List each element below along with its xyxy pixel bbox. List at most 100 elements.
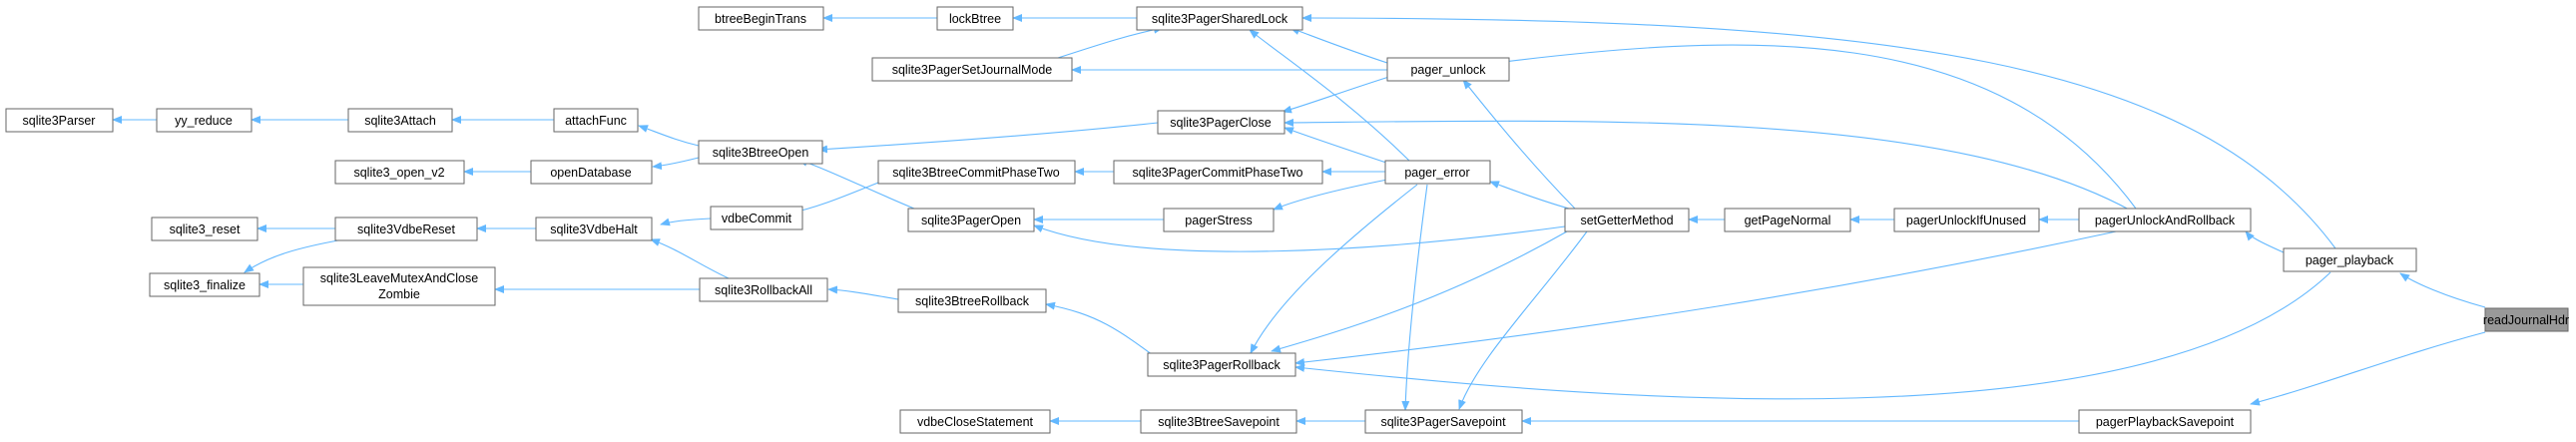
node-sqlite3PagerSetJournalMode[interactable]: sqlite3PagerSetJournalMode (871, 57, 1073, 82)
svg-text:pager_playback: pager_playback (2306, 253, 2394, 267)
edge-sqlite3BtreeOpen-openDatabase (652, 157, 700, 171)
node-vdbeCommit[interactable]: vdbeCommit (710, 206, 803, 230)
svg-text:sqlite3BtreeCommitPhaseTwo: sqlite3BtreeCommitPhaseTwo (892, 166, 1059, 180)
svg-text:sqlite3Parser: sqlite3Parser (23, 114, 96, 128)
node-sqlite3_open_v2[interactable]: sqlite3_open_v2 (334, 160, 465, 185)
svg-text:pager_unlock: pager_unlock (1410, 63, 1486, 77)
node-sqlite3Parser[interactable]: sqlite3Parser (5, 108, 114, 133)
svg-text:vdbeCloseStatement: vdbeCloseStatement (917, 415, 1034, 429)
svg-text:sqlite3_reset: sqlite3_reset (170, 222, 241, 236)
svg-text:sqlite3PagerSharedLock: sqlite3PagerSharedLock (1152, 12, 1288, 26)
node-sqlite3BtreeRollback[interactable]: sqlite3BtreeRollback (897, 288, 1047, 313)
edge-sqlite3BtreeOpen-attachFunc (638, 125, 700, 147)
svg-text:sqlite3PagerCommitPhaseTwo: sqlite3PagerCommitPhaseTwo (1133, 166, 1303, 180)
edge-pagerUnlockAndRollback-sqlite3PagerClose (1284, 118, 2132, 212)
edge-pagerUnlockAndRollback-sqlite3PagerRollback (1294, 229, 2122, 366)
edge-pager_playback-pagerUnlockAndRollback (2245, 230, 2285, 253)
svg-text:sqlite3BtreeRollback: sqlite3BtreeRollback (915, 294, 1030, 308)
node-setGetterMethod[interactable]: setGetterMethod (1564, 208, 1690, 232)
svg-text:sqlite3_open_v2: sqlite3_open_v2 (353, 166, 444, 180)
node-yy_reduce[interactable]: yy_reduce (156, 108, 253, 133)
svg-text:getPageNormal: getPageNormal (1745, 214, 1831, 227)
edge-sqlite3VdbeReset-sqlite3_finalize (244, 238, 344, 273)
node-sqlite3VdbeReset[interactable]: sqlite3VdbeReset (334, 217, 478, 241)
svg-text:sqlite3_finalize: sqlite3_finalize (164, 278, 246, 292)
svg-text:sqlite3RollbackAll: sqlite3RollbackAll (715, 283, 812, 297)
node-sqlite3PagerSavepoint[interactable]: sqlite3PagerSavepoint (1364, 409, 1523, 434)
edge-readJournalHdr-pager_playback (2399, 272, 2486, 308)
svg-text:readJournalHdr: readJournalHdr (2483, 313, 2569, 327)
svg-text:pagerPlaybackSavepoint: pagerPlaybackSavepoint (2096, 415, 2235, 429)
svg-text:yy_reduce: yy_reduce (175, 114, 233, 128)
node-sqlite3RollbackAll[interactable]: sqlite3RollbackAll (699, 277, 828, 302)
node-sqlite3PagerClose[interactable]: sqlite3PagerClose (1157, 110, 1286, 135)
svg-text:sqlite3LeaveMutexAndClose: sqlite3LeaveMutexAndClose (320, 271, 478, 285)
svg-text:openDatabase: openDatabase (550, 166, 631, 180)
svg-text:sqlite3PagerOpen: sqlite3PagerOpen (921, 214, 1021, 227)
node-pager_unlock[interactable]: pager_unlock (1386, 57, 1510, 82)
node-sqlite3PagerSharedLock[interactable]: sqlite3PagerSharedLock (1136, 6, 1303, 31)
svg-text:sqlite3BtreeSavepoint: sqlite3BtreeSavepoint (1158, 415, 1280, 429)
node-vdbeCloseStatement[interactable]: vdbeCloseStatement (899, 409, 1051, 434)
svg-text:sqlite3VdbeReset: sqlite3VdbeReset (357, 222, 456, 236)
edge-pager_playback-sqlite3PagerSharedLock (1301, 14, 2336, 249)
node-sqlite3LeaveMutexAndCloseZombie[interactable]: sqlite3LeaveMutexAndClose Zombie (302, 266, 496, 306)
edge-pager_unlock-sqlite3PagerClose (1282, 75, 1393, 114)
svg-text:pagerStress: pagerStress (1185, 214, 1252, 227)
edge-vdbeCommit-sqlite3VdbeHalt (660, 218, 712, 226)
edge-sqlite3RollbackAll-sqlite3VdbeHalt (650, 238, 730, 279)
svg-text:vdbeCommit: vdbeCommit (722, 212, 792, 225)
svg-text:btreeBeginTrans: btreeBeginTrans (715, 12, 806, 26)
node-sqlite3BtreeSavepoint[interactable]: sqlite3BtreeSavepoint (1140, 409, 1297, 434)
node-lockBtree[interactable]: lockBtree (936, 6, 1014, 31)
svg-text:sqlite3PagerClose: sqlite3PagerClose (1170, 116, 1271, 130)
node-pager_playback[interactable]: pager_playback (2283, 247, 2417, 272)
edge-setGetterMethod-pager_error (1489, 181, 1570, 210)
svg-text:Zombie: Zombie (378, 287, 420, 301)
node-sqlite3PagerCommitPhaseTwo[interactable]: sqlite3PagerCommitPhaseTwo (1113, 160, 1323, 185)
edge-pager_error-sqlite3PagerClose (1284, 127, 1393, 166)
node-sqlite3PagerRollback[interactable]: sqlite3PagerRollback (1147, 352, 1296, 377)
node-attachFunc[interactable]: attachFunc (553, 108, 639, 133)
node-sqlite3Attach[interactable]: sqlite3Attach (347, 108, 453, 133)
edge-sqlite3PagerSetJournalMode-sqlite3PagerSharedLock (1057, 25, 1164, 59)
node-pagerUnlockAndRollback[interactable]: pagerUnlockAndRollback (2078, 208, 2252, 232)
node-readJournalHdr[interactable]: readJournalHdr (2483, 307, 2569, 332)
node-sqlite3_reset[interactable]: sqlite3_reset (151, 217, 258, 241)
svg-text:sqlite3Attach: sqlite3Attach (364, 114, 436, 128)
svg-text:sqlite3BtreeOpen: sqlite3BtreeOpen (713, 146, 809, 160)
node-pagerPlaybackSavepoint[interactable]: pagerPlaybackSavepoint (2078, 409, 2252, 434)
svg-text:sqlite3PagerRollback: sqlite3PagerRollback (1163, 358, 1281, 372)
edge-pagerUnlockAndRollback-pager_unlock (1471, 44, 2137, 210)
edge-setGetterMethod-sqlite3PagerSavepoint (1458, 230, 1588, 410)
svg-text:sqlite3PagerSavepoint: sqlite3PagerSavepoint (1380, 415, 1506, 429)
edge-pager_error-sqlite3PagerRollback (1250, 184, 1418, 354)
svg-text:pager_error: pager_error (1404, 166, 1469, 180)
node-sqlite3BtreeCommitPhaseTwo[interactable]: sqlite3BtreeCommitPhaseTwo (877, 160, 1076, 185)
svg-text:sqlite3VdbeHalt: sqlite3VdbeHalt (550, 222, 638, 236)
node-btreeBeginTrans[interactable]: btreeBeginTrans (698, 6, 824, 31)
edge-setGetterMethod-sqlite3PagerOpen (1033, 224, 1566, 252)
svg-text:setGetterMethod: setGetterMethod (1580, 214, 1673, 227)
edge-readJournalHdr-pagerPlaybackSavepoint (2250, 331, 2486, 406)
edge-sqlite3PagerRollback-sqlite3BtreeRollback (1045, 301, 1165, 364)
node-sqlite3BtreeOpen[interactable]: sqlite3BtreeOpen (698, 140, 823, 165)
edge-pager_error-pagerStress (1273, 179, 1388, 211)
node-openDatabase[interactable]: openDatabase (530, 160, 653, 185)
node-pagerStress[interactable]: pagerStress (1163, 208, 1275, 232)
node-sqlite3VdbeHalt[interactable]: sqlite3VdbeHalt (535, 217, 653, 241)
node-pagerUnlockIfUnused[interactable]: pagerUnlockIfUnused (1893, 208, 2040, 232)
svg-text:pagerUnlockIfUnused: pagerUnlockIfUnused (1906, 214, 2026, 227)
edge-setGetterMethod-sqlite3PagerRollback (1271, 230, 1568, 353)
edge-sqlite3BtreeRollback-sqlite3RollbackAll (827, 285, 899, 300)
node-pager_error[interactable]: pager_error (1384, 160, 1491, 185)
node-sqlite3_finalize[interactable]: sqlite3_finalize (149, 272, 260, 297)
svg-text:attachFunc: attachFunc (565, 114, 627, 128)
edge-pager_error-sqlite3PagerSharedLock (1249, 29, 1410, 162)
node-sqlite3PagerOpen[interactable]: sqlite3PagerOpen (907, 208, 1035, 232)
node-getPageNormal[interactable]: getPageNormal (1724, 208, 1851, 232)
edge-pager_playback-sqlite3PagerRollback (1294, 271, 2331, 400)
edge-pager_error-sqlite3PagerSavepoint (1401, 184, 1428, 411)
